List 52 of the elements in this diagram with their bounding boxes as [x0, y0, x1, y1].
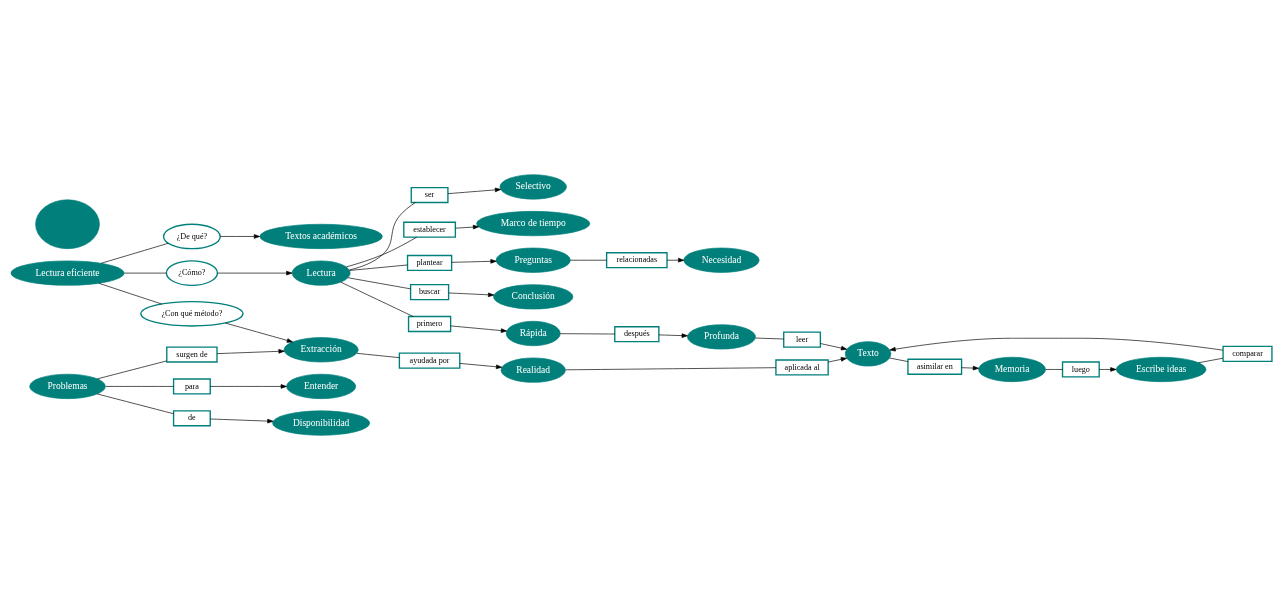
arrow [827, 356, 847, 362]
node-ellipse: Profunda [687, 323, 756, 349]
connector [889, 357, 909, 362]
node-ellipse: Realidad [500, 357, 566, 383]
node-ellipse: Preguntas [495, 247, 571, 273]
connector [565, 366, 777, 370]
connector [356, 352, 400, 358]
node-ellipse: Problemas [29, 373, 106, 399]
node-ellipse: Necesidad [683, 247, 760, 273]
node-ellipse: Selectivo [499, 173, 567, 199]
arrow [210, 383, 287, 389]
node-circle [35, 199, 100, 249]
node-ellipse: Lectura [291, 260, 351, 286]
connector [97, 393, 174, 414]
node-ellipse: Marco de tiempo [476, 210, 591, 236]
node-ellipse: Conclusión [493, 283, 574, 309]
connector [100, 242, 169, 264]
arrow [451, 258, 497, 264]
node-ellipse: Memoria [978, 356, 1046, 382]
node-ellipse: Lectura eficiente [10, 260, 125, 286]
connector [346, 236, 417, 267]
connector [754, 337, 785, 339]
node-ellipse: Texto [844, 340, 892, 366]
node-ellipse: Disponibilidad [272, 410, 370, 436]
arrow [1098, 366, 1117, 372]
node-ellipse: Textos académicos [259, 223, 383, 249]
connector [98, 282, 162, 304]
connector [1045, 368, 1063, 370]
arrow [210, 418, 274, 423]
connector [347, 276, 411, 289]
arrow [820, 342, 848, 350]
arrow [455, 224, 480, 229]
arrow [666, 257, 685, 262]
arrow [217, 270, 293, 275]
arrow [448, 292, 495, 297]
arrow [889, 337, 1224, 351]
node-ellipse: Entender [286, 373, 356, 399]
arrow [961, 365, 979, 370]
connector [1198, 357, 1224, 363]
connector [349, 201, 416, 270]
connector [349, 264, 408, 271]
arrow [658, 332, 688, 338]
arrow [450, 325, 507, 333]
arrow [459, 362, 503, 369]
arrow [225, 322, 293, 343]
connector [340, 281, 414, 317]
arrow [447, 187, 501, 194]
arrow [216, 348, 285, 354]
connector [97, 360, 167, 379]
arrow [220, 233, 261, 239]
node-ellipse: Rápida [505, 320, 561, 346]
node-ellipse: Escribe ideas [1115, 356, 1207, 382]
